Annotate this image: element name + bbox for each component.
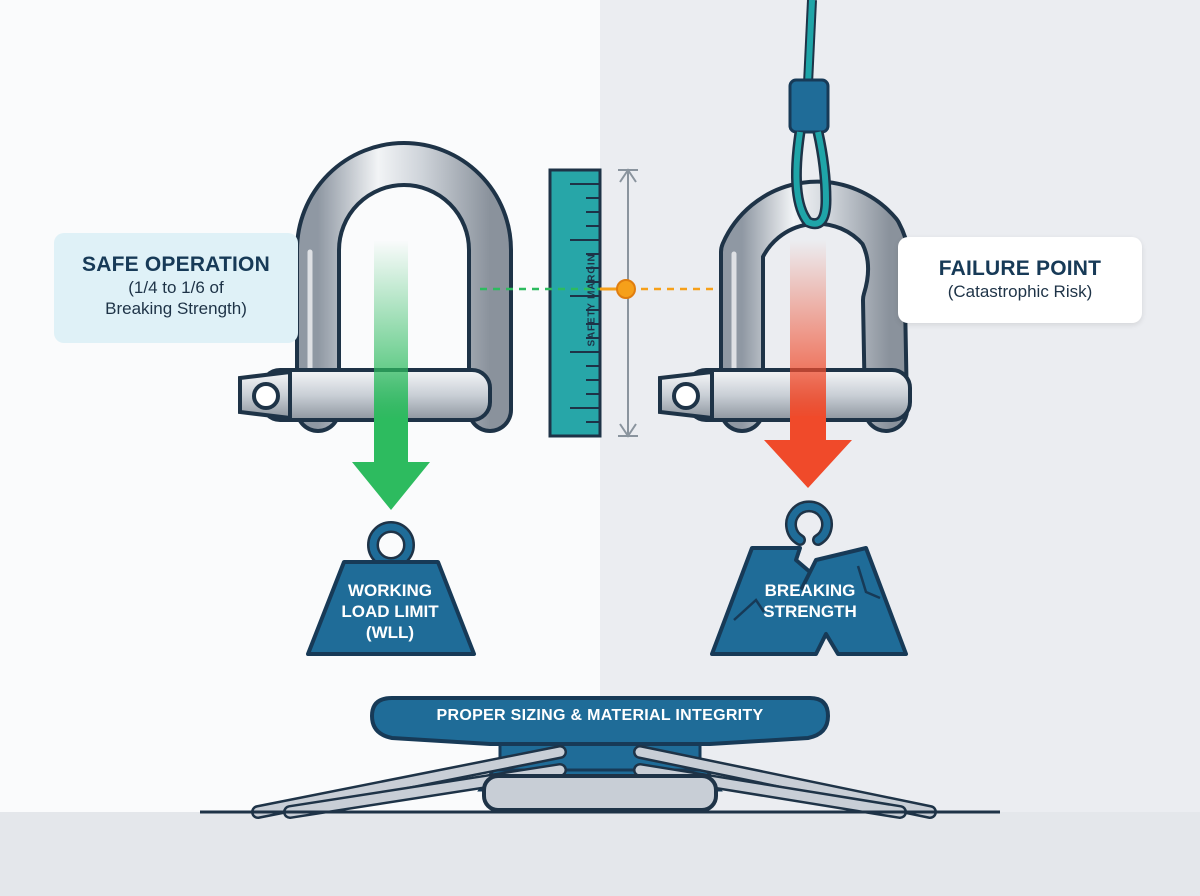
left-shackle bbox=[238, 141, 513, 433]
safe-load-path bbox=[374, 240, 408, 420]
failure-down-arrow bbox=[764, 416, 852, 488]
breaking-strength-label: BREAKING STRENGTH bbox=[730, 580, 890, 622]
margin-marker bbox=[616, 279, 636, 299]
cleat-label: PROPER SIZING & MATERIAL INTEGRITY bbox=[436, 707, 764, 724]
safe-operation-line2: Breaking Strength) bbox=[105, 299, 247, 318]
failure-point-subtitle: (Catastrophic Risk) bbox=[947, 282, 1093, 301]
wll-line2: LOAD LIMIT bbox=[341, 602, 439, 621]
failure-point-title: FAILURE POINT bbox=[938, 257, 1102, 280]
safety-margin-label: SAFETY MARGIN bbox=[586, 253, 598, 347]
ground-strip bbox=[0, 812, 1200, 896]
safe-down-arrow bbox=[352, 418, 430, 510]
lifting-rope bbox=[788, 0, 832, 230]
wll-weight-label: WORKING LOAD LIMIT (WLL) bbox=[320, 580, 460, 643]
cleat bbox=[200, 696, 1000, 819]
safe-operation-title: SAFE OPERATION bbox=[82, 253, 270, 276]
failure-point-label: FAILURE POINT (Catastrophic Risk) bbox=[898, 237, 1142, 323]
safe-operation-line1: (1/4 to 1/6 of bbox=[128, 278, 224, 297]
safety-ruler bbox=[548, 168, 638, 438]
wll-weight bbox=[306, 521, 476, 656]
breaking-strength-weight bbox=[710, 500, 908, 656]
wll-line1: WORKING bbox=[347, 581, 433, 600]
bs-line1: BREAKING bbox=[764, 581, 856, 600]
failure-load-path bbox=[790, 240, 826, 420]
right-shackle bbox=[658, 179, 913, 433]
wll-line3: (WLL) bbox=[365, 623, 415, 642]
safe-operation-label: SAFE OPERATION (1/4 to 1/6 of Breaking S… bbox=[54, 233, 298, 343]
bs-line2: STRENGTH bbox=[763, 602, 857, 621]
